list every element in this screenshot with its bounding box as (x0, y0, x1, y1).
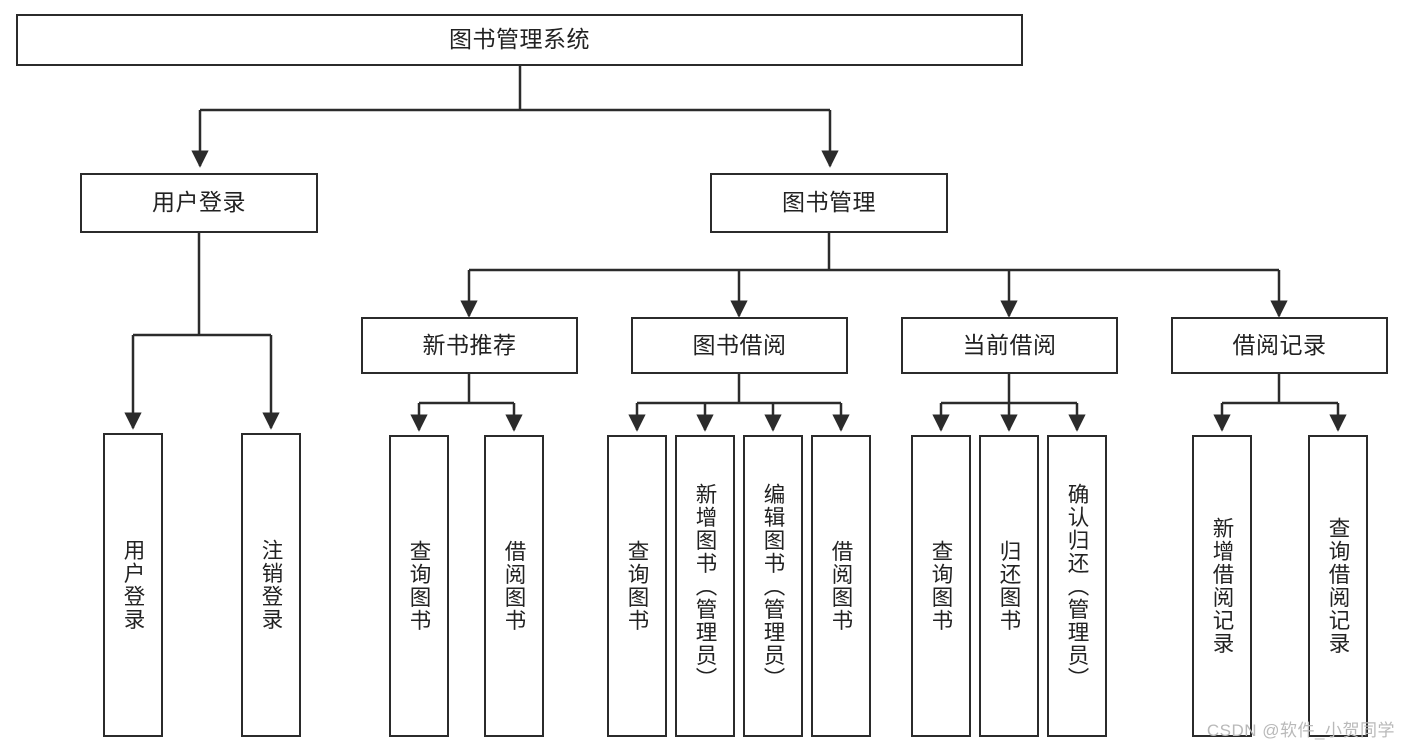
csdn-watermark: CSDN @软件_小贺同学 (1206, 721, 1395, 740)
node-user-login[interactable]: 用户登录 (80, 173, 318, 233)
node-label: 图书借阅 (692, 331, 787, 358)
node-label: 查询图书 (407, 540, 432, 632)
node-book-management[interactable]: 图书管理 (710, 173, 948, 233)
leaf-current-borrow-confirm-return-admin[interactable]: 确认归还（管理员） (1047, 435, 1107, 737)
node-label: 查询借阅记录 (1326, 517, 1351, 655)
leaf-book-borrow-query-books[interactable]: 查询图书 (607, 435, 667, 737)
node-label: 编辑图书（管理员） (761, 482, 786, 690)
node-label: 新书推荐 (422, 331, 517, 358)
leaf-new-book-query-books[interactable]: 查询图书 (389, 435, 449, 737)
node-label: 注销登录 (259, 539, 284, 631)
leaf-current-borrow-query-books[interactable]: 查询图书 (911, 435, 971, 737)
node-label: 确认归还（管理员） (1065, 482, 1090, 690)
node-label: 新增借阅记录 (1210, 517, 1235, 655)
leaf-borrow-record-add-record[interactable]: 新增借阅记录 (1192, 435, 1252, 737)
node-label: 借阅图书 (829, 540, 854, 632)
leaf-book-borrow-add-book-admin[interactable]: 新增图书（管理员） (675, 435, 735, 737)
node-label: 当前借阅 (962, 331, 1057, 358)
leaf-user-login-logout[interactable]: 注销登录 (241, 433, 301, 737)
node-root-book-management-system[interactable]: 图书管理系统 (16, 14, 1023, 66)
node-label: 用户登录 (152, 189, 246, 216)
node-borrow-record[interactable]: 借阅记录 (1171, 317, 1388, 374)
leaf-book-borrow-edit-book-admin[interactable]: 编辑图书（管理员） (743, 435, 803, 737)
node-label: 图书管理系统 (449, 26, 590, 53)
node-current-borrow[interactable]: 当前借阅 (901, 317, 1118, 374)
node-label: 归还图书 (997, 540, 1022, 632)
node-new-book-recommendation[interactable]: 新书推荐 (361, 317, 578, 374)
node-label: 借阅记录 (1232, 331, 1327, 358)
leaf-current-borrow-return-books[interactable]: 归还图书 (979, 435, 1039, 737)
leaf-borrow-record-query-record[interactable]: 查询借阅记录 (1308, 435, 1368, 737)
leaf-new-book-borrow-books[interactable]: 借阅图书 (484, 435, 544, 737)
node-label: 查询图书 (929, 540, 954, 632)
node-label: 新增图书（管理员） (693, 482, 718, 690)
node-label: 借阅图书 (502, 540, 527, 632)
node-label: 图书管理 (782, 189, 876, 216)
node-label: 查询图书 (625, 540, 650, 632)
leaf-user-login-signin[interactable]: 用户登录 (103, 433, 163, 737)
node-label: 用户登录 (121, 539, 146, 631)
node-book-borrow[interactable]: 图书借阅 (631, 317, 848, 374)
leaf-book-borrow-borrow-books[interactable]: 借阅图书 (811, 435, 871, 737)
